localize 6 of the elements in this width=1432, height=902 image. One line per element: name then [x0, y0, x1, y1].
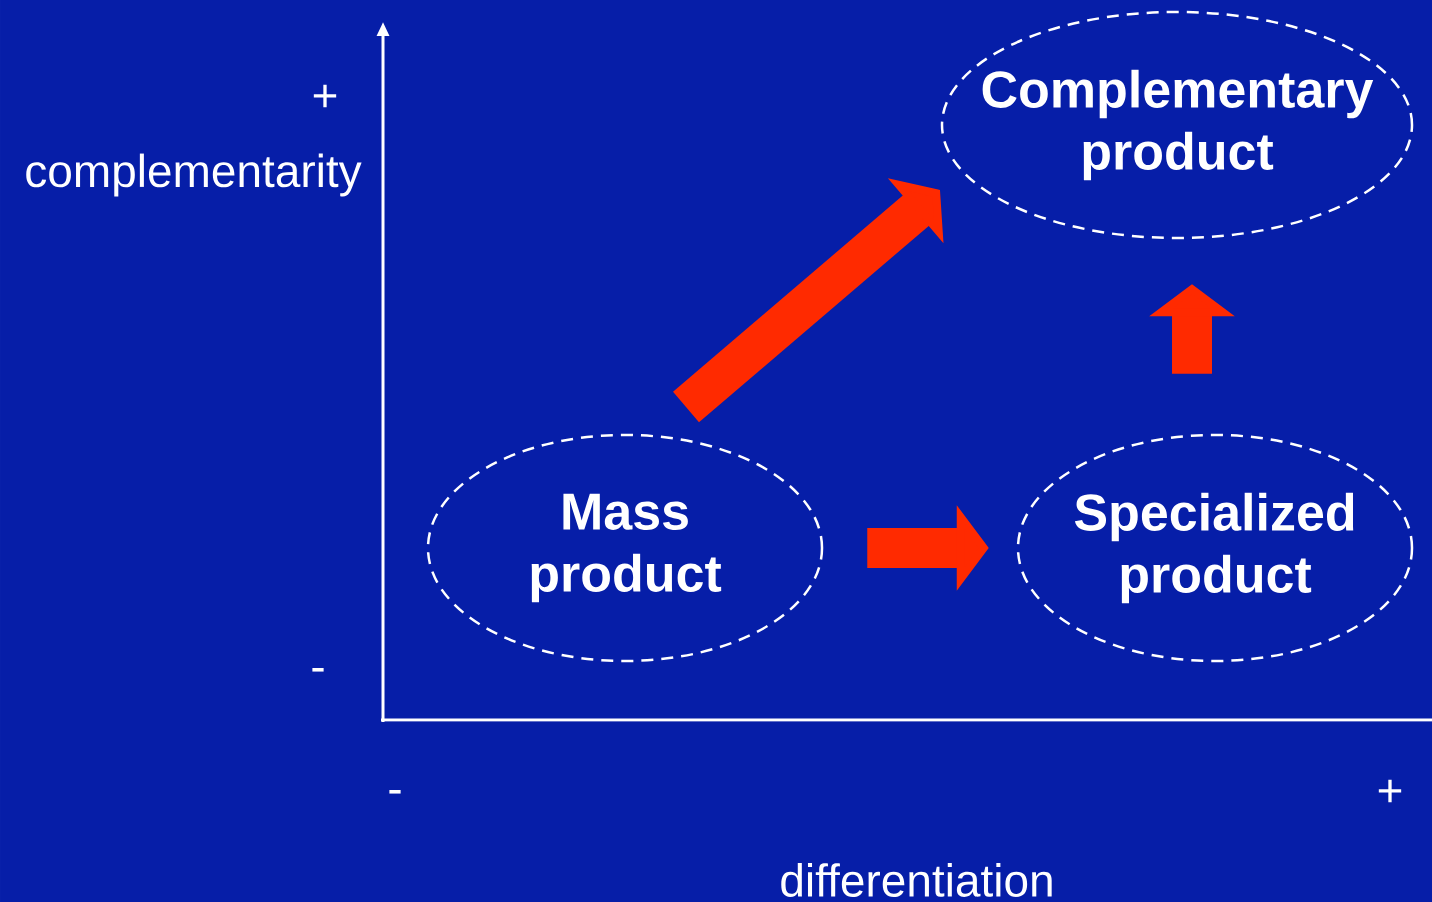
label: -	[312, 668, 324, 672]
label: +	[313, 84, 337, 108]
axis-label: differentiation	[781, 863, 1052, 897]
label: -	[389, 790, 401, 794]
label: +	[1378, 779, 1402, 803]
axis-label: complementarity	[26, 153, 362, 197]
